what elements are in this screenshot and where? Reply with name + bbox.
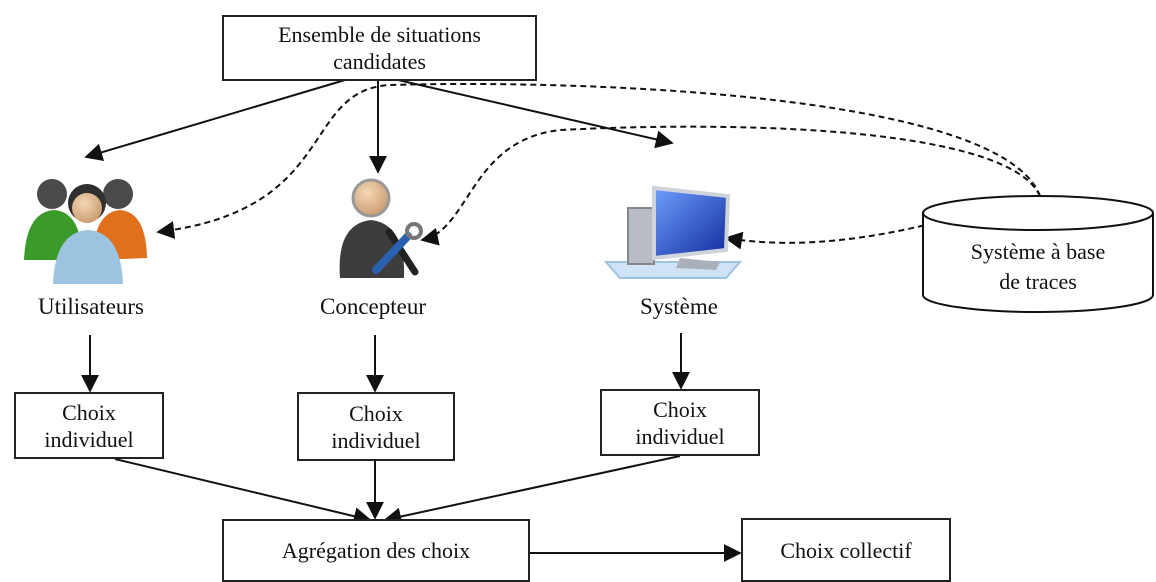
database-cylinder-icon <box>922 195 1154 313</box>
choice-line1: Choix <box>349 400 403 426</box>
users-label: Utilisateurs <box>37 294 145 319</box>
trace-arrows <box>156 83 1041 250</box>
source-line2: candidates <box>333 49 426 74</box>
arrow-source-to-users <box>84 79 346 162</box>
choice-line1: Choix <box>62 399 116 425</box>
choice-arrows <box>81 333 742 562</box>
arrow-source-to-system <box>397 79 674 149</box>
trace-db-line2: de traces <box>999 269 1077 294</box>
source-arrows <box>84 79 674 174</box>
choice-line2: individuel <box>635 423 725 449</box>
designer-tools-icon <box>339 178 423 278</box>
system-label: Système <box>640 294 718 319</box>
users-group-icon <box>24 179 147 284</box>
choice-line2: individuel <box>331 427 421 453</box>
computer-monitor-icon <box>603 185 743 279</box>
source-line1: Ensemble de situations <box>278 22 481 47</box>
dashed-arrow-to-users <box>156 83 1041 239</box>
arrow-choice1-to-aggregation <box>114 458 372 525</box>
aggregation-box: Agrégation des choix <box>222 519 530 582</box>
choice-line1: Choix <box>653 396 707 422</box>
trace-db-line1: Système à base <box>970 239 1106 264</box>
arrow-choice3-to-aggregation <box>383 455 681 526</box>
result-box: Choix collectif <box>741 518 951 582</box>
designer-label: Concepteur <box>319 294 426 319</box>
trace-db-label: Système à base de traces <box>923 237 1153 297</box>
dashed-arrow-to-system <box>420 125 1041 246</box>
choice-line2: individuel <box>44 426 134 452</box>
